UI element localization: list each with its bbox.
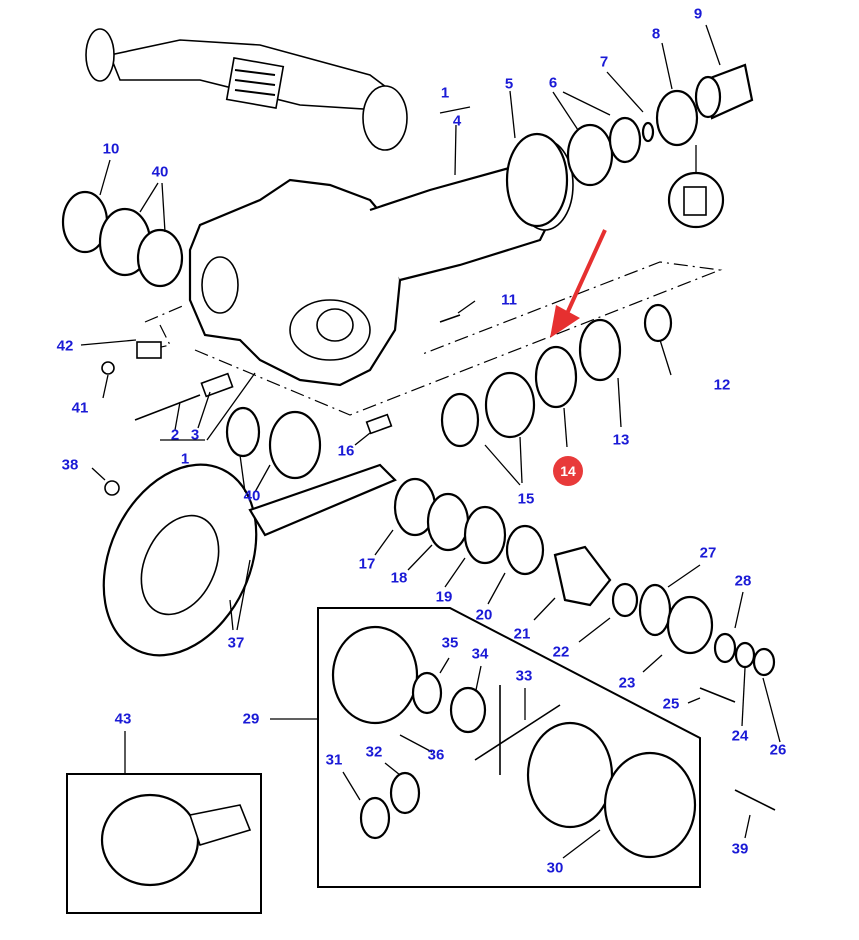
part-34-side-gear [449, 686, 487, 734]
part-5-seal [505, 132, 569, 228]
part-12-washer [643, 303, 673, 343]
part-15-bearing-cup [484, 371, 536, 439]
part-label-17[interactable]: 17 [358, 555, 376, 573]
part-label-32[interactable]: 32 [365, 743, 383, 761]
axle-overview-illustration [85, 28, 408, 151]
part-label-31[interactable]: 31 [325, 751, 343, 769]
assembly-inset-box [66, 773, 262, 914]
part-label-30[interactable]: 30 [546, 859, 564, 877]
part-label-7[interactable]: 7 [599, 53, 609, 71]
part-40-lower-bearing-cup [268, 410, 322, 480]
part-28-ring [713, 632, 737, 664]
part-36-diff-case-half [331, 625, 419, 725]
part-18-shim [426, 492, 470, 552]
part-25-pin [699, 687, 736, 703]
part-19-washer [463, 505, 507, 565]
highlighted-part-14-badge[interactable]: 14 [553, 456, 583, 486]
assembly-illustration [100, 793, 200, 887]
part-label-3[interactable]: 3 [190, 426, 200, 444]
part-label-38[interactable]: 38 [61, 456, 79, 474]
part-label-12[interactable]: 12 [713, 376, 731, 394]
part-label-18[interactable]: 18 [390, 569, 408, 587]
part-13-collapsible-spacer [578, 318, 622, 382]
part-label-13[interactable]: 13 [612, 431, 630, 449]
part-label-11[interactable]: 11 [501, 291, 517, 309]
part-3-dowel [200, 372, 234, 398]
part-21-sleeve [553, 545, 612, 607]
part-23-collar [666, 595, 714, 655]
part-8-seal [655, 89, 699, 147]
part-label-21[interactable]: 21 [513, 625, 531, 643]
part-label-42[interactable]: 42 [56, 337, 74, 355]
part-6-bearing-cup [566, 123, 614, 187]
part-label-36[interactable]: 36 [427, 746, 445, 764]
part-label-40-upper[interactable]: 40 [151, 163, 169, 181]
part-label-25[interactable]: 25 [662, 695, 680, 713]
part-35-thrust-washer [411, 671, 443, 715]
part-label-19[interactable]: 19 [435, 588, 453, 606]
part-37-pinion-shaft [248, 463, 397, 537]
part-40-lower-bearing-cone [225, 406, 261, 458]
part-14-spacer-ring [534, 345, 578, 409]
highlight-arrow [550, 229, 607, 338]
part-39-bolt [734, 789, 776, 811]
part-label-39[interactable]: 39 [731, 840, 749, 858]
part-32-pinion-gear [389, 771, 421, 815]
part-40-bearing-cone [136, 228, 184, 288]
part-label-43[interactable]: 43 [114, 710, 132, 728]
part-31-thrust-washer [359, 796, 391, 840]
part-label-35[interactable]: 35 [441, 634, 459, 652]
differential-assembly-box [317, 607, 701, 888]
part-label-1-lower[interactable]: 1 [180, 450, 190, 468]
part-2-bolt [134, 394, 201, 421]
part-label-27[interactable]: 27 [699, 544, 717, 562]
part-27-circlip [638, 583, 672, 637]
part-30-diff-case-half [603, 751, 697, 859]
part-15-bearing-cone [440, 392, 480, 448]
part-label-24[interactable]: 24 [731, 727, 749, 745]
part-label-41[interactable]: 41 [71, 399, 89, 417]
part-label-28[interactable]: 28 [734, 572, 752, 590]
part-label-23[interactable]: 23 [618, 674, 636, 692]
part-16-dowel [365, 413, 393, 435]
part-22-ring [611, 582, 639, 618]
part-label-20[interactable]: 20 [475, 606, 493, 624]
part-label-5[interactable]: 5 [504, 75, 514, 93]
part-24-ring [734, 641, 756, 669]
part-label-29[interactable]: 29 [242, 710, 260, 728]
part-38-nut [104, 480, 120, 496]
leader-lines [80, 24, 781, 859]
part-label-33[interactable]: 33 [515, 667, 533, 685]
part-42-bracket [136, 341, 162, 359]
part-label-8[interactable]: 8 [651, 25, 661, 43]
part-label-2[interactable]: 2 [170, 426, 180, 444]
part-label-37[interactable]: 37 [227, 634, 245, 652]
part-11-bolt [439, 314, 461, 323]
part-label-10[interactable]: 10 [102, 140, 120, 158]
part-label-34[interactable]: 34 [471, 645, 489, 663]
part-label-22[interactable]: 22 [552, 643, 570, 661]
part-label-15[interactable]: 15 [517, 490, 535, 508]
part-26-circlip [752, 647, 776, 677]
part-label-4[interactable]: 4 [452, 112, 462, 130]
part-6-bearing-cone [608, 116, 642, 164]
part-20-spring [505, 524, 545, 576]
part-33-cross-pin-b [474, 704, 561, 761]
part-label-40-lower[interactable]: 40 [243, 487, 261, 505]
part-label-9[interactable]: 9 [693, 5, 703, 23]
part-41-bolt [101, 361, 115, 375]
part-label-6[interactable]: 6 [548, 74, 558, 92]
part-label-16[interactable]: 16 [337, 442, 355, 460]
part-label-26[interactable]: 26 [769, 741, 787, 759]
part-30-diff-case [526, 721, 614, 829]
part-7-spacer [641, 121, 655, 143]
part-label-1[interactable]: 1 [440, 84, 450, 102]
